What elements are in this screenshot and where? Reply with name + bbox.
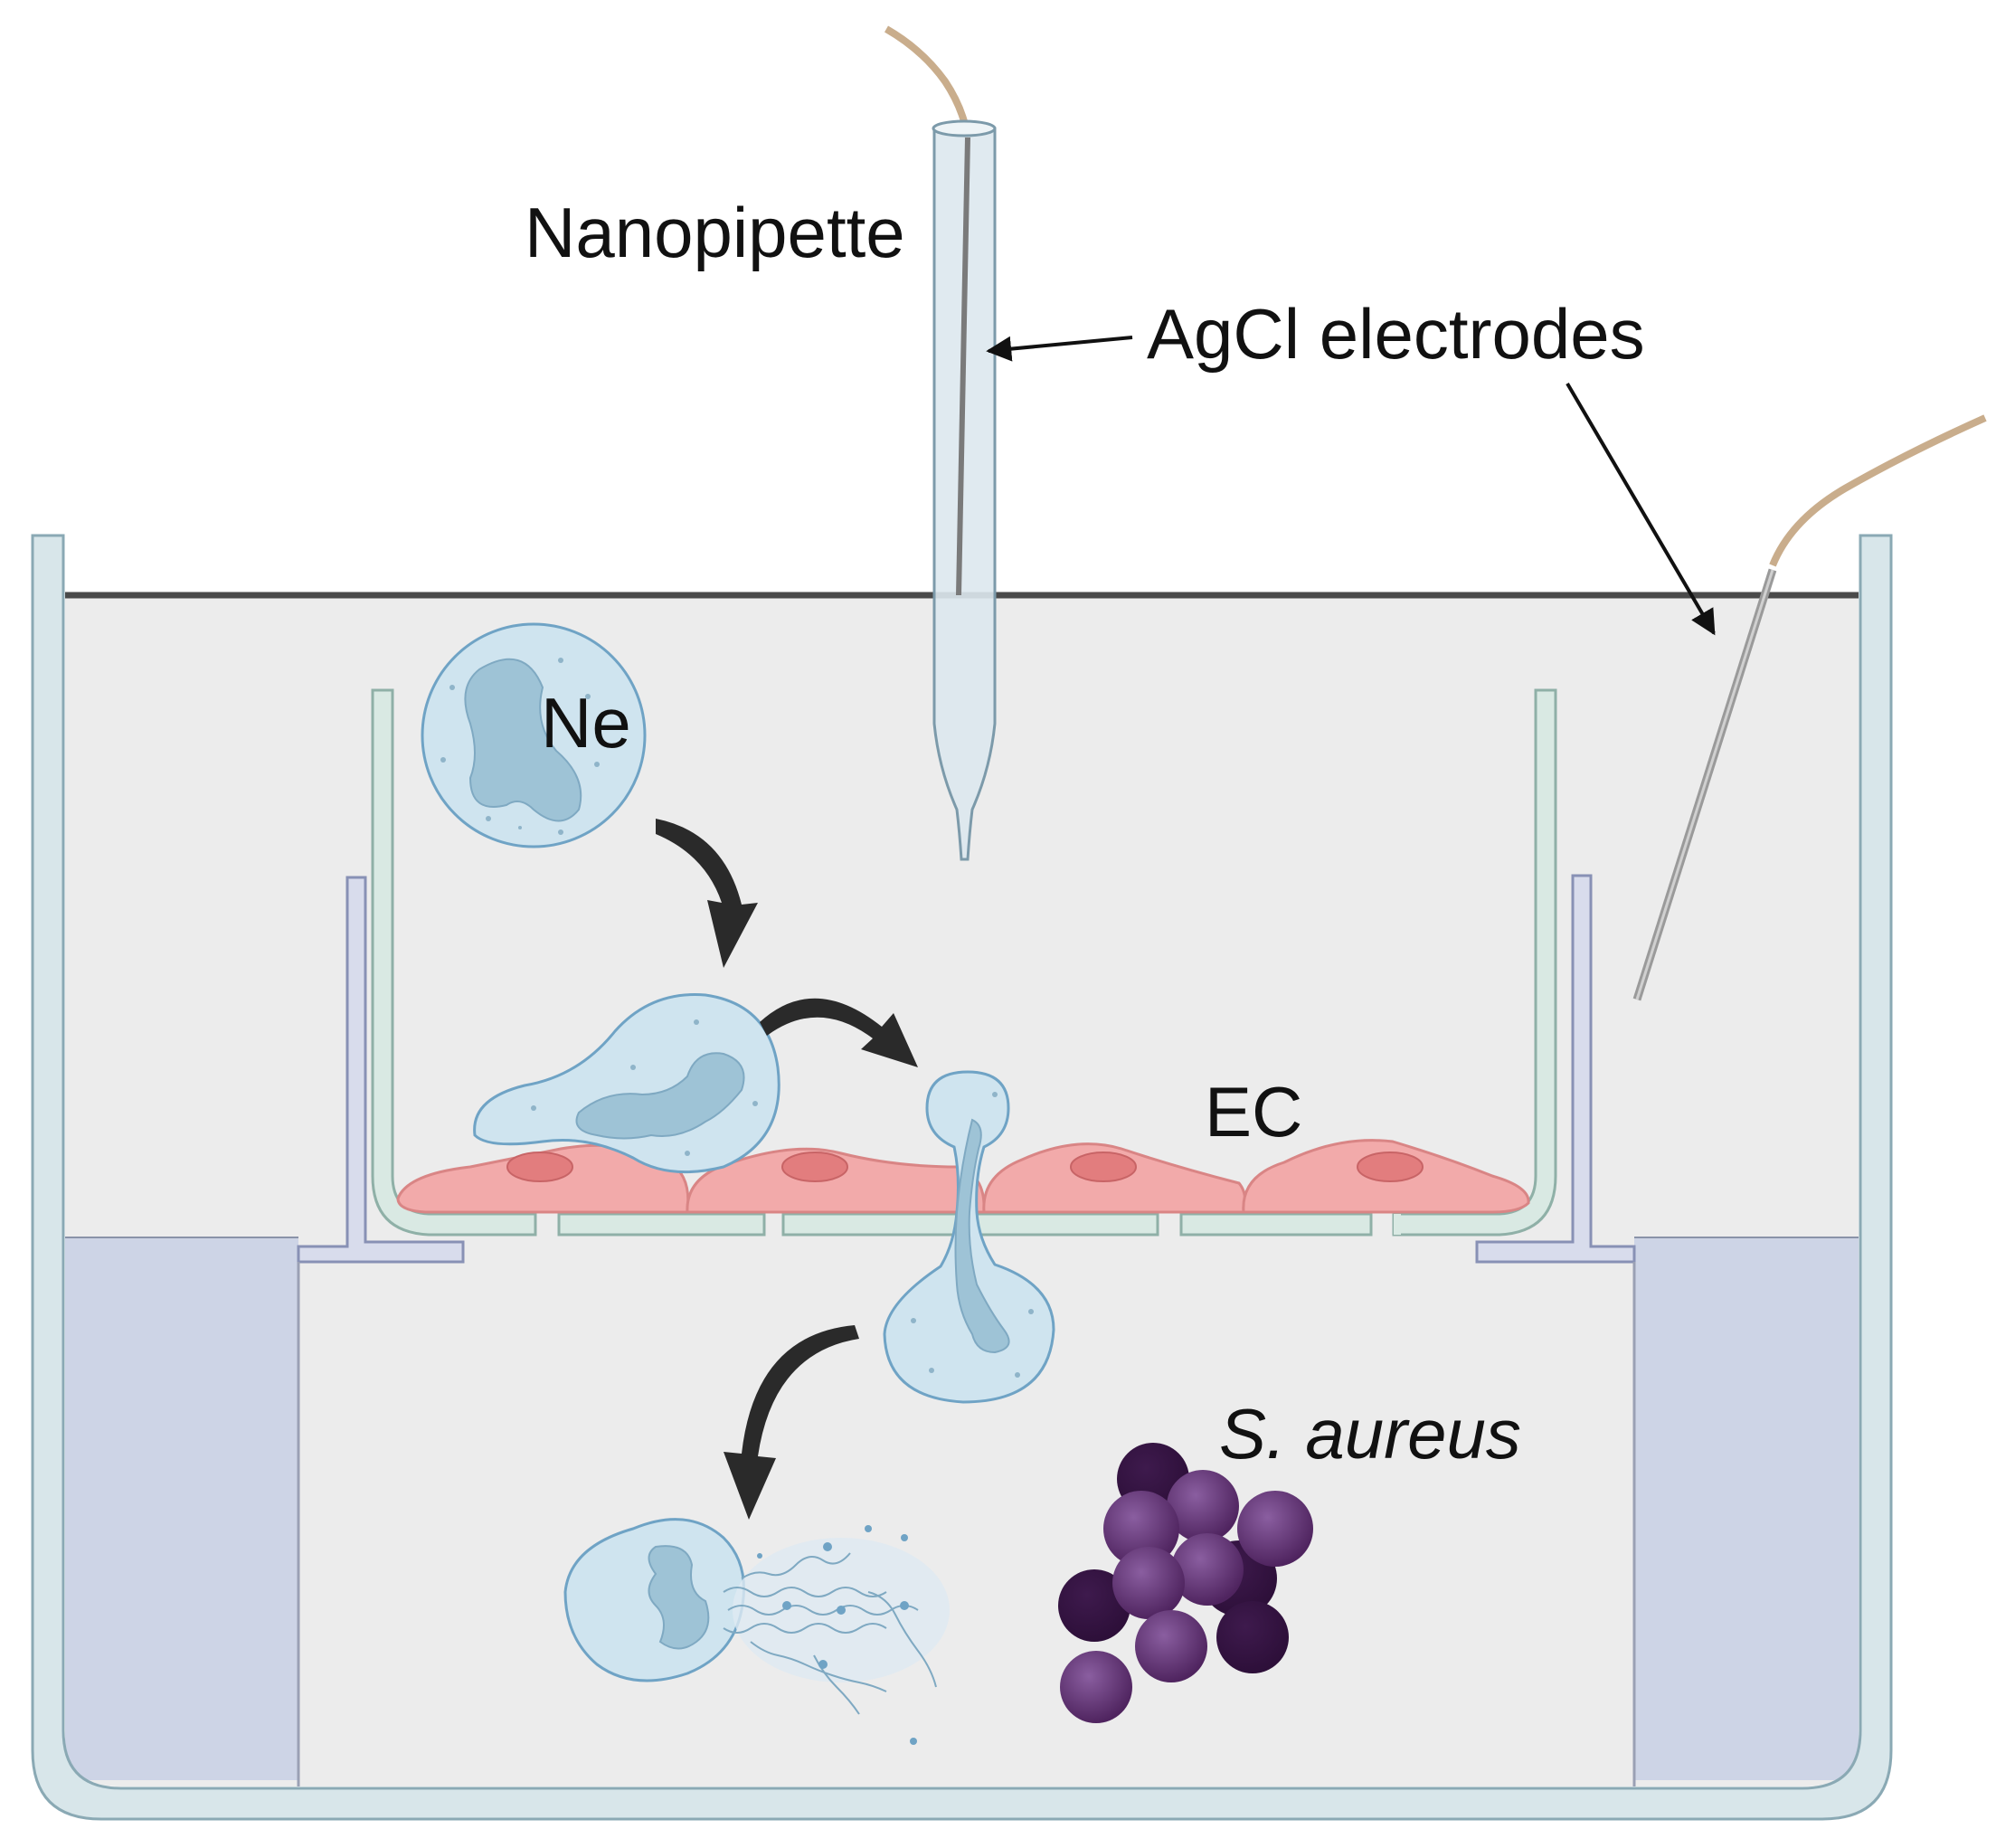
neutrophil-free (421, 622, 647, 848)
label-agcl-electrodes: AgCl electrodes (1147, 294, 1645, 374)
nanopipette (932, 127, 997, 861)
arrow-to-bacteria (724, 1325, 859, 1520)
arrow-to-transmigrate (760, 998, 918, 1067)
label-neutrophil: Ne (541, 683, 631, 763)
staphylococcus-aureus-cluster (1058, 1443, 1313, 1723)
label-endothelial-cells: EC (1205, 1072, 1303, 1151)
nanopipette-assembly (884, 25, 997, 861)
lower-reservoir-left (65, 1237, 298, 1780)
neutrophil-netosis (563, 1518, 950, 1745)
arrow-to-crawl (656, 819, 758, 968)
lower-reservoir-right (1634, 1237, 1859, 1780)
insert-wall-right (1392, 688, 1557, 1237)
electrode-wire-top (884, 25, 971, 138)
reference-electrode (1632, 414, 1987, 1001)
neutrophil-transmigrating (883, 1070, 1055, 1404)
pointer-reference-electrode (1566, 382, 1716, 636)
insert-hanger-left (297, 876, 465, 1264)
label-nanopipette: Nanopipette (525, 193, 905, 272)
insert-wall-left (371, 688, 537, 1237)
endothelial-monolayer (396, 1139, 1530, 1214)
migration-arrows (656, 819, 918, 1520)
label-s-aureus: S. aureus (1219, 1394, 1521, 1474)
endothelial-nuclei (506, 1151, 1424, 1182)
label-pointers (986, 336, 1716, 636)
pointer-pipette-electrode (986, 336, 1133, 362)
neutrophil-crawling (473, 993, 780, 1174)
well-wall (31, 534, 1893, 1821)
